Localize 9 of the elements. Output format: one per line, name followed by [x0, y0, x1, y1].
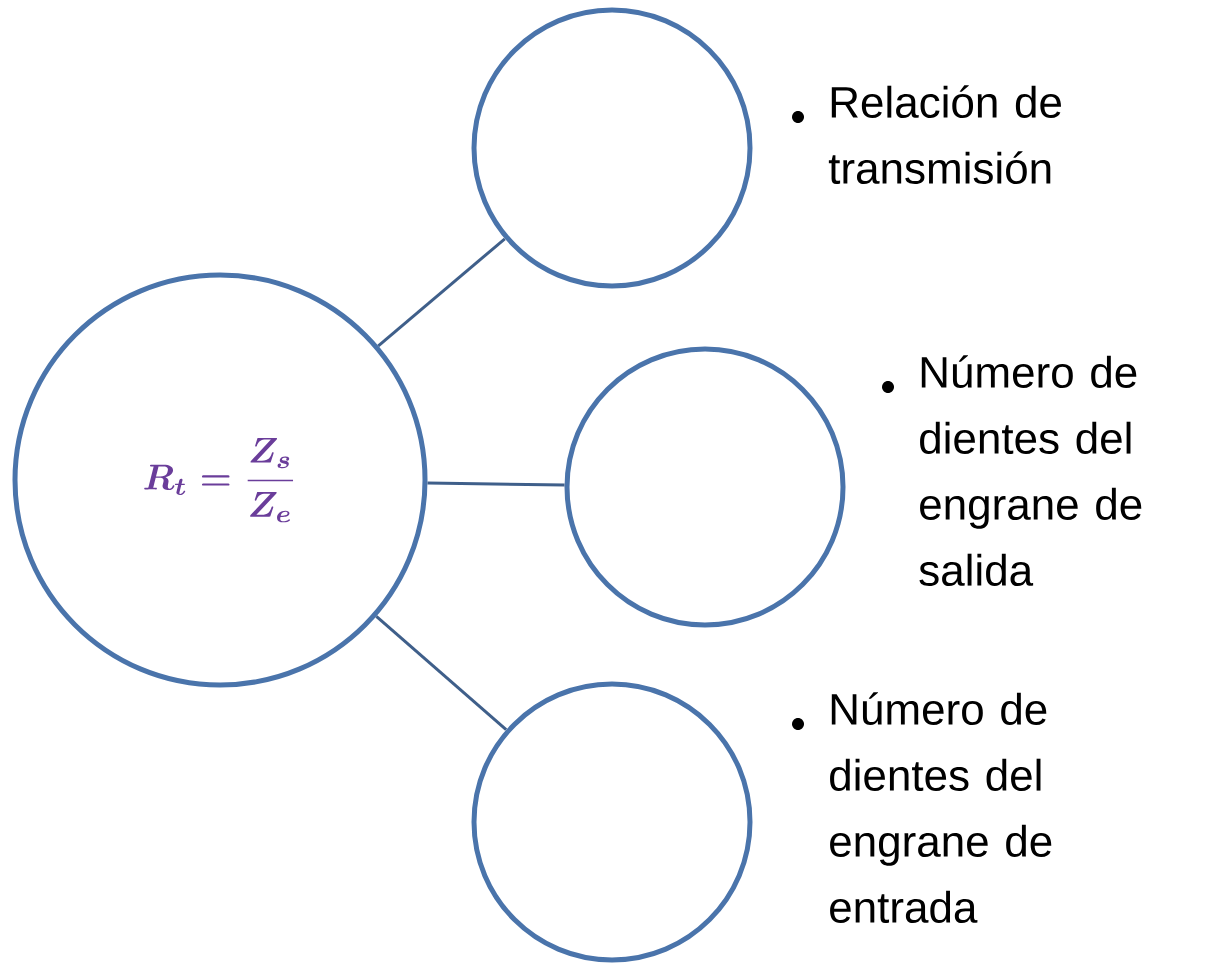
connector-line [375, 615, 508, 731]
bullet-text: Número de dientes del engrane de salida [919, 355, 1142, 586]
circle [471, 681, 753, 963]
connector-line [377, 237, 506, 348]
connector-line [427, 481, 565, 487]
circle [564, 346, 846, 628]
bullet-text: Número de dientes del engrane de entrada [830, 692, 1052, 923]
bullet-text: Relación de transmisión [828, 85, 1061, 184]
circle [471, 7, 753, 289]
